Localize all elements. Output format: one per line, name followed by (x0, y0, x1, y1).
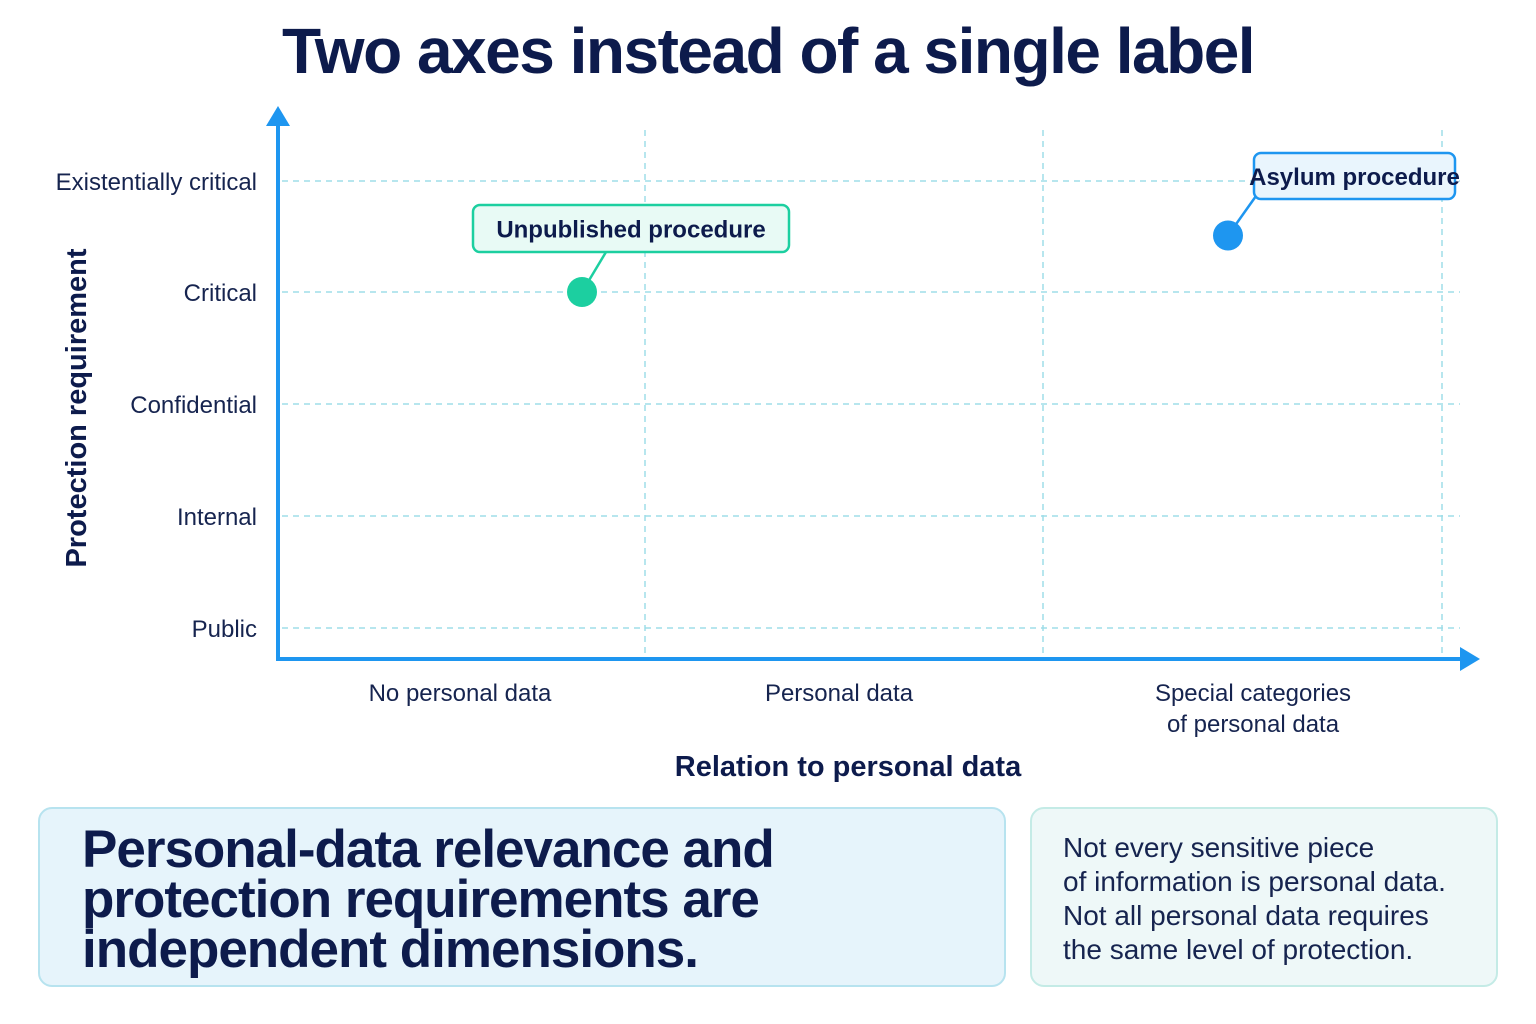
callout-box (471, 203, 791, 254)
x-tick-label: No personal data (369, 680, 552, 707)
y-tick-label: Existentially critical (56, 169, 257, 196)
grid-lines (282, 130, 1460, 657)
point-label: Asylum procedure (1249, 164, 1460, 191)
x-tick-label: of personal data (1167, 711, 1340, 738)
y-axis-arrow (266, 106, 290, 126)
takeaway-panel: Personal-data relevance and protection r… (38, 807, 1006, 987)
y-axis-title: Protection requirement (61, 248, 93, 567)
x-axis-arrow (1460, 647, 1480, 671)
x-tick-label: Personal data (765, 680, 914, 707)
note-line: Not all personal data requires (1063, 900, 1429, 931)
y-tick-label: Confidential (130, 392, 257, 419)
y-tick-labels: Public Internal Confidential Critical Existe… (56, 169, 257, 643)
note-line: the same level of protection. (1063, 934, 1414, 965)
point-label: Unpublished procedure (496, 217, 765, 244)
data-point (567, 277, 597, 307)
chart: Public Internal Confidential Critical Existe… (56, 106, 1480, 783)
y-tick-label: Internal (177, 504, 257, 531)
x-tick-labels: No personal data Personal data Special cat… (369, 680, 1351, 738)
x-axis-title: Relation to personal data (675, 751, 1022, 783)
note-line: of information is personal data. (1063, 866, 1446, 897)
y-tick-label: Critical (184, 280, 257, 307)
takeaway-text: Personal-data relevance and protection r… (82, 820, 775, 979)
chart-title: Two axes instead of a single label (281, 15, 1256, 87)
x-tick-label: Special categories (1155, 680, 1351, 707)
data-point (1213, 220, 1243, 251)
note-line: Not every sensitive piece (1063, 832, 1375, 863)
data-points: Unpublished procedure Asylum procedure (471, 151, 1460, 307)
callout-box (1252, 151, 1457, 201)
y-tick-label: Public (192, 616, 257, 643)
axes (266, 106, 1480, 671)
